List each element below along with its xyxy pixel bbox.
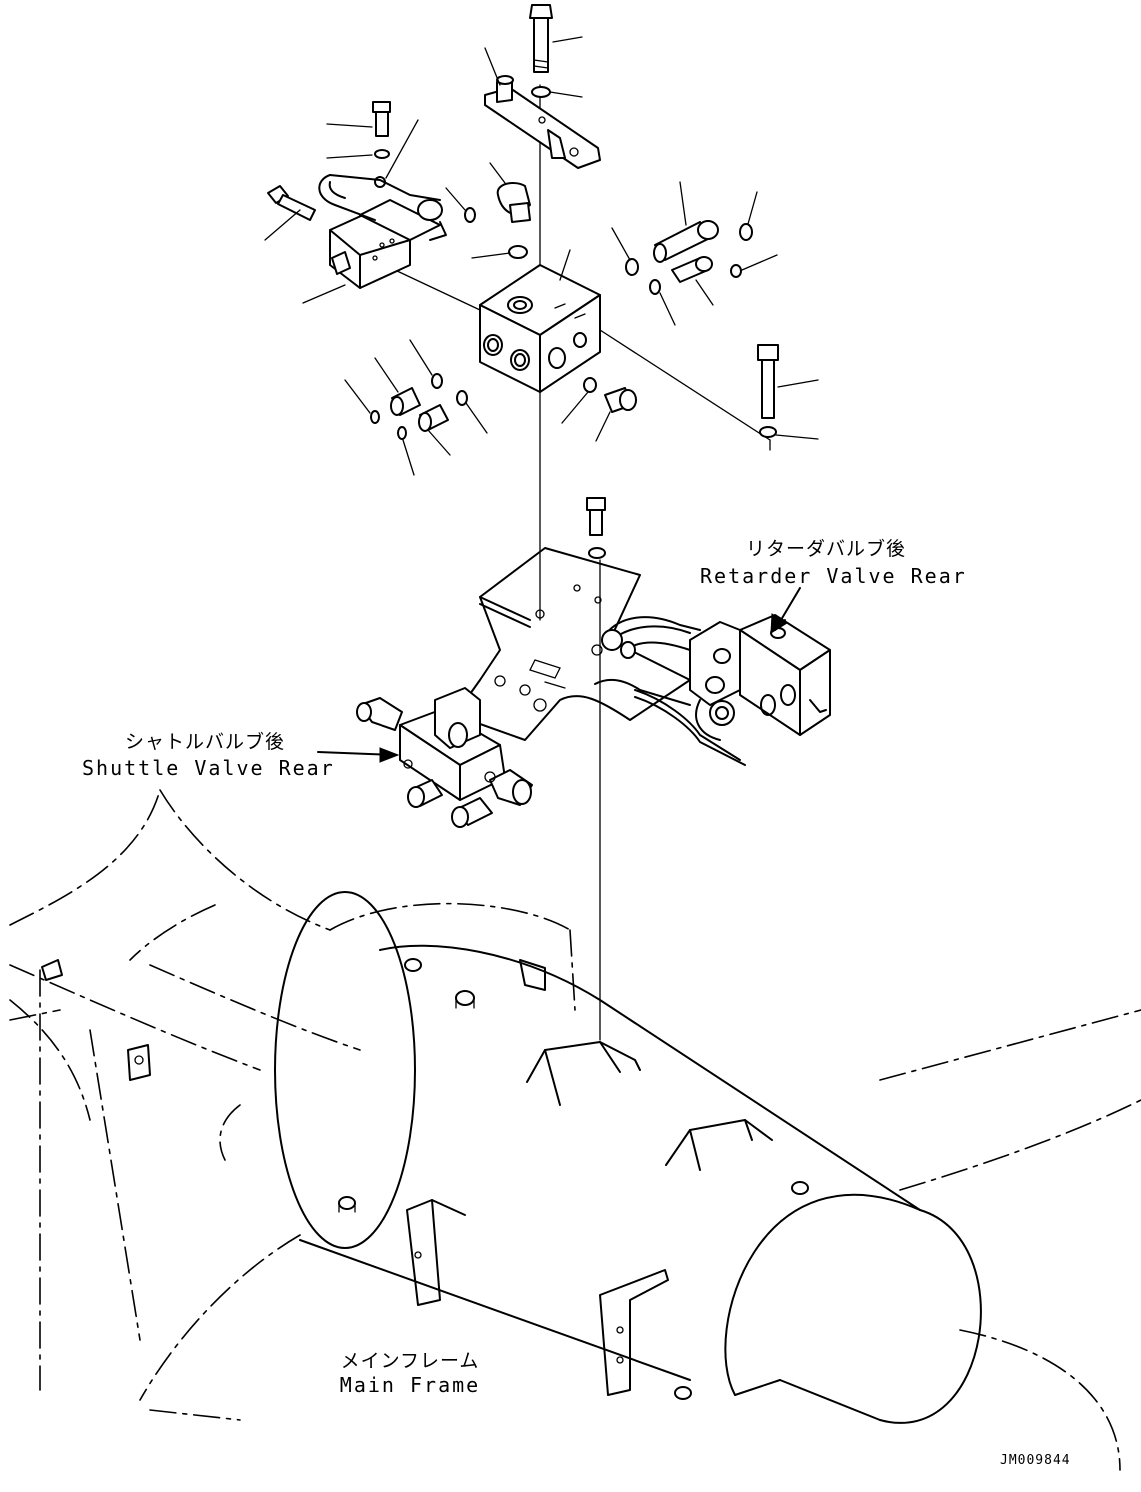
drawing-code: JM009844 bbox=[1000, 1453, 1071, 1468]
shuttle-valve-label-en: Shuttle Valve Rear bbox=[82, 756, 335, 780]
solenoid-valve-left bbox=[318, 174, 447, 289]
retarder-valve bbox=[689, 587, 831, 736]
leader-lines bbox=[264, 36, 819, 476]
retarder-valve-label-jp: リターダバルブ後 bbox=[745, 538, 906, 560]
valve-block bbox=[479, 264, 601, 393]
main-frame-label-jp: メインフレーム bbox=[340, 1350, 480, 1372]
top-bolt-and-bracket bbox=[484, 4, 601, 169]
retarder-valve-label-en: Retarder Valve Rear bbox=[700, 564, 967, 588]
main-frame-drawing bbox=[9, 789, 1141, 1471]
main-frame-label-en: Main Frame bbox=[339, 1373, 481, 1397]
shuttle-valve bbox=[317, 687, 533, 828]
small-parts bbox=[267, 101, 779, 559]
mounting-plate-assembly bbox=[454, 547, 746, 766]
assembly-axis-lines bbox=[394, 84, 771, 1041]
shuttle-valve-label-jp: シャトルバルブ後 bbox=[124, 731, 285, 753]
